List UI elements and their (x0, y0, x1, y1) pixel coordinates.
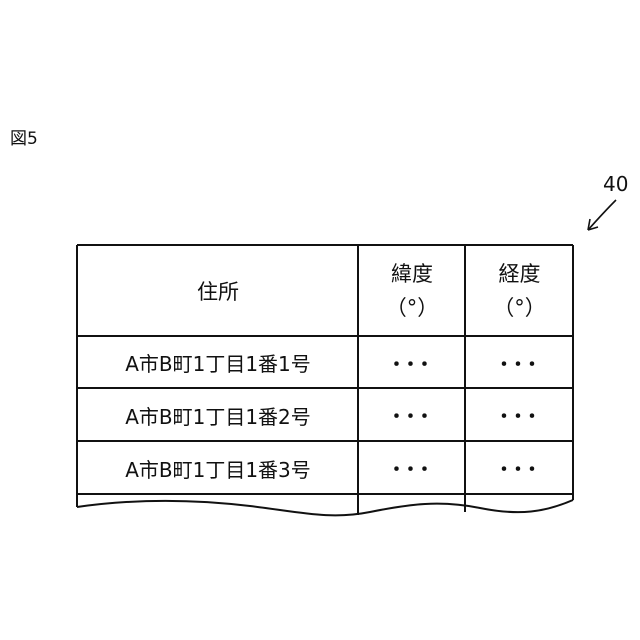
header-longitude-unit: （°） (493, 291, 546, 325)
table-row-longitude: ･･･ (466, 337, 573, 388)
header-longitude: 経度 （°） (466, 246, 573, 336)
header-address-label: 住所 (197, 276, 239, 306)
table-row-address: A市B町1丁目1番3号 (78, 442, 358, 494)
table-row-address: A市B町1丁目1番2号 (78, 389, 358, 441)
table-row-latitude: ･･･ (359, 337, 465, 388)
table-row-longitude: ･･･ (466, 442, 573, 494)
table-row-longitude: ･･･ (466, 389, 573, 441)
table-row-latitude: ･･･ (359, 442, 465, 494)
header-latitude-label: 緯度 (391, 257, 433, 291)
table-row-address: A市B町1丁目1番1号 (78, 337, 358, 388)
header-latitude: 緯度 （°） (359, 246, 465, 336)
header-longitude-label: 経度 (499, 257, 541, 291)
table-row-latitude: ･･･ (359, 389, 465, 441)
header-latitude-unit: （°） (386, 291, 439, 325)
header-address: 住所 (78, 246, 358, 336)
